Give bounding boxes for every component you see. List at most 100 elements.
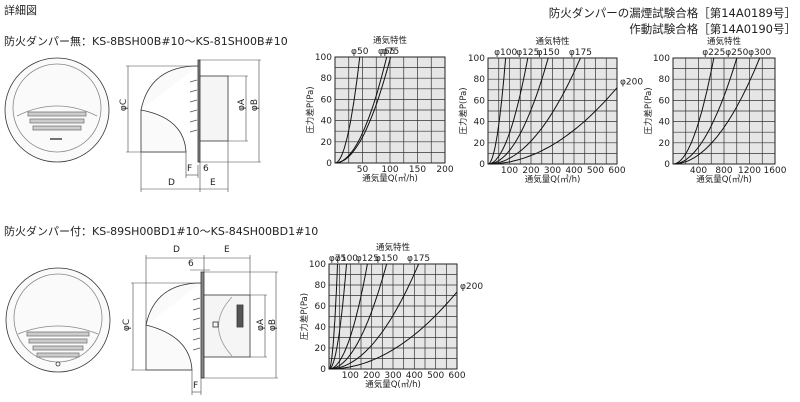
y-tick-label: 100 <box>315 53 332 63</box>
front-view-top <box>4 57 110 163</box>
x-tick-label: 1200 <box>738 166 761 176</box>
series-label: φ50 <box>351 47 369 57</box>
y-tick-label: 20 <box>659 139 671 149</box>
y-tick-label: 100 <box>468 54 485 64</box>
x-tick-label: 150 <box>409 165 426 175</box>
series-label: φ125 <box>356 254 379 264</box>
series-label: φ125 <box>516 48 539 58</box>
series-label: φ75 <box>382 47 399 57</box>
y-tick-label: 60 <box>315 302 327 312</box>
x-tick-label: 400 <box>690 166 707 176</box>
dim-e-top: E <box>210 178 216 188</box>
y-axis-label: 圧力差P(Pa) <box>458 87 469 134</box>
x-axis-label: 通気量Q(㎥/h) <box>696 174 752 185</box>
series-label: φ150 <box>375 254 398 264</box>
chart-title: 通気特性 <box>535 36 570 47</box>
x-tick-label: 300 <box>544 166 561 176</box>
series-curve <box>328 263 338 370</box>
series-label: φ65 <box>378 47 395 57</box>
series-label: φ150 <box>537 48 560 58</box>
series-label: φ200 <box>620 78 643 88</box>
side-view-bottom <box>131 255 278 395</box>
page-title: 詳細図 <box>4 4 37 17</box>
certification-line-1: 防火ダンパーの漏煙試験合格［第14A0189号］ <box>548 6 796 20</box>
y-tick-label: 0 <box>320 365 326 375</box>
series-curve <box>487 57 507 165</box>
y-tick-label: 0 <box>479 160 485 170</box>
x-axis-label: 通気量Q(㎥/h) <box>525 174 581 185</box>
x-tick-label: 800 <box>715 166 732 176</box>
x-tick-label: 500 <box>587 166 604 176</box>
y-tick-label: 80 <box>659 75 671 85</box>
dim-f-bottom: F <box>193 381 199 391</box>
x-tick-label: 100 <box>501 166 518 176</box>
dim-f-top: F <box>187 164 193 174</box>
x-tick-label: 100 <box>342 371 359 381</box>
x-tick-label: 600 <box>448 371 465 381</box>
series-curve <box>672 57 738 165</box>
series-curve <box>334 56 392 164</box>
series-curve <box>328 263 368 370</box>
series-curve <box>672 57 715 165</box>
series-label: φ75 <box>329 254 346 264</box>
chart-title: 通気特性 <box>376 242 411 253</box>
series-curve <box>672 57 761 165</box>
series-label: φ250 <box>725 48 748 58</box>
series-curve <box>487 57 581 165</box>
y-tick-label: 100 <box>653 54 670 64</box>
series-label: φ100 <box>335 254 358 264</box>
y-axis-label: 圧力差P(Pa) <box>305 86 316 133</box>
series-label: φ175 <box>569 48 592 58</box>
series-curve <box>488 87 618 165</box>
y-tick-label: 40 <box>474 118 486 128</box>
dim-d-top: D <box>168 178 175 188</box>
dim-6-bottom: 6 <box>188 259 194 269</box>
series-curve <box>328 263 347 370</box>
certification-line-2: 作動試験合格［第14A0190号］ <box>629 22 796 36</box>
y-tick-label: 60 <box>474 96 486 106</box>
y-tick-label: 100 <box>309 260 326 270</box>
x-tick-label: 500 <box>427 371 444 381</box>
y-tick-label: 20 <box>474 139 486 149</box>
side-view-top <box>126 59 261 192</box>
series-curve <box>487 57 529 165</box>
x-tick-label: 1600 <box>764 166 787 176</box>
x-tick-label: 200 <box>436 165 453 175</box>
front-view-bottom <box>5 267 111 373</box>
x-tick-label: 200 <box>363 371 380 381</box>
dim-6-top: 6 <box>203 164 209 174</box>
y-tick-label: 0 <box>326 159 332 169</box>
y-tick-label: 20 <box>315 344 327 354</box>
y-axis-label: 圧力差P(Pa) <box>643 87 654 134</box>
section-label-no-damper: 防火ダンパー無：KS-8BSH00B#10～KS-81SH00B#10 <box>4 35 288 48</box>
series-label: φ300 <box>748 48 771 58</box>
series-curve <box>329 291 458 370</box>
y-tick-label: 60 <box>659 96 671 106</box>
x-tick-label: 600 <box>608 166 625 176</box>
chart-title: 通気特性 <box>707 36 742 47</box>
x-tick-label: 100 <box>381 165 398 175</box>
x-tick-label: 300 <box>384 371 401 381</box>
series-label: φ100 <box>494 48 517 58</box>
y-tick-label: 80 <box>321 74 333 84</box>
y-tick-label: 40 <box>659 118 671 128</box>
x-axis-label: 通気量Q(㎥/h) <box>365 379 421 390</box>
series-curve <box>487 57 549 165</box>
x-tick-label: 50 <box>357 165 369 175</box>
y-tick-label: 80 <box>474 75 486 85</box>
series-label: φ225 <box>702 48 725 58</box>
y-tick-label: 80 <box>315 281 327 291</box>
x-tick-label: 200 <box>522 166 539 176</box>
y-tick-label: 60 <box>321 95 333 105</box>
series-curve <box>328 263 420 370</box>
dim-e-bottom: E <box>224 245 230 255</box>
x-axis-label: 通気量Q(㎥/h) <box>362 173 418 184</box>
section-label-with-damper: 防火ダンパー付：KS-89SH00BD1#10～KS-84SH00BD1#10 <box>4 225 319 238</box>
series-curve <box>334 56 361 164</box>
x-tick-label: 400 <box>565 166 582 176</box>
y-axis-label: 圧力差P(Pa) <box>299 293 310 340</box>
series-label: φ175 <box>407 254 430 264</box>
